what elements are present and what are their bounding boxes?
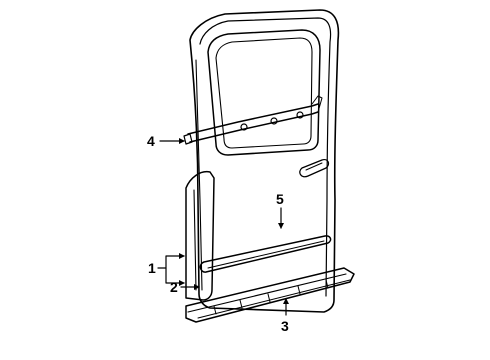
- callout-5: 5: [276, 191, 284, 207]
- callout-leaders: [157, 138, 289, 316]
- belt-weatherstrip: [183, 95, 323, 145]
- door-shell: [189, 9, 340, 313]
- body-side-molding: [199, 235, 332, 273]
- callout-1: 1: [148, 260, 156, 276]
- callout-3: 3: [281, 318, 289, 334]
- rocker-panel: [185, 267, 355, 323]
- callout-4: 4: [147, 133, 155, 149]
- lower-door-panel: [185, 170, 215, 301]
- callout-2: 2: [170, 279, 178, 295]
